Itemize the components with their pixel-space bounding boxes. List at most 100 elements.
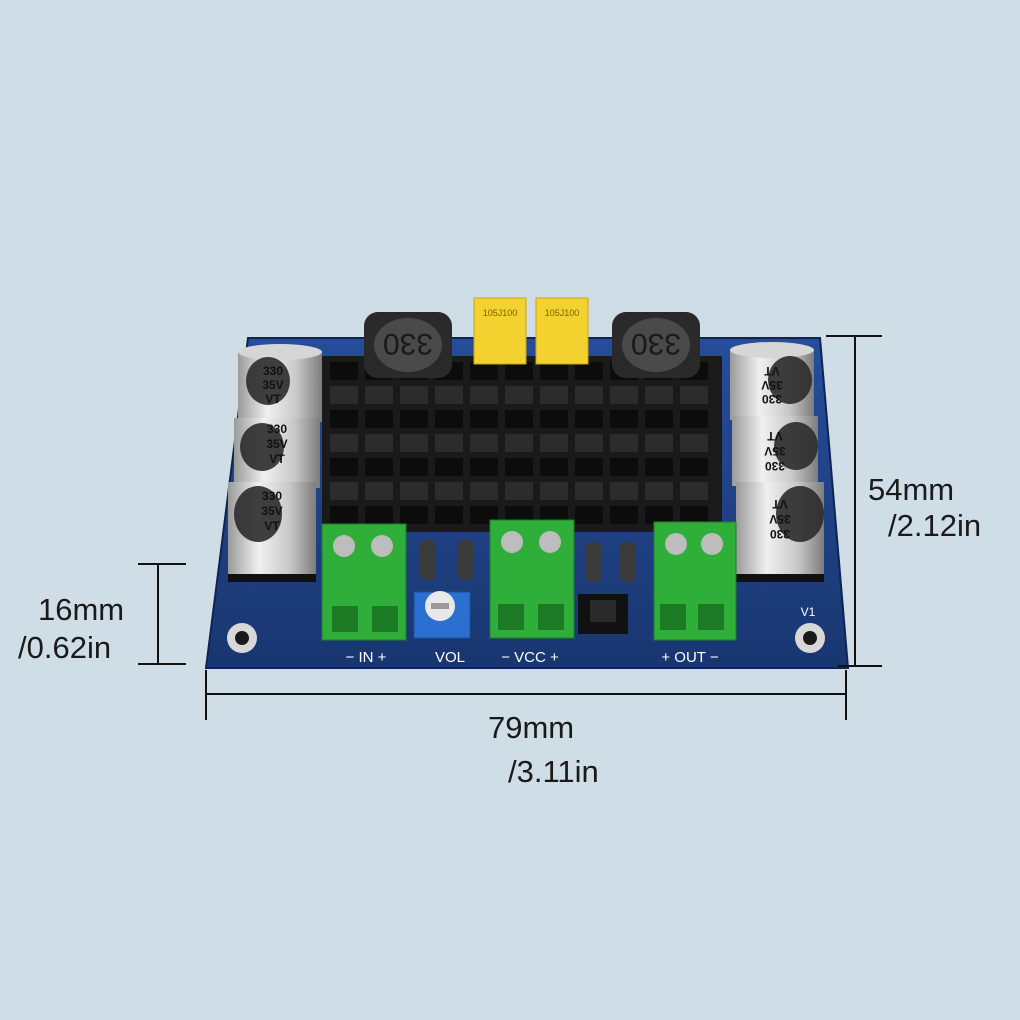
inductor-left-label: 330 xyxy=(383,327,433,360)
heatsink-fin xyxy=(365,410,393,428)
cap-label-line: 330 xyxy=(765,459,785,473)
cap-label-line: VT xyxy=(767,429,783,443)
heatsink-fin xyxy=(435,410,463,428)
heatsink-fin xyxy=(540,482,568,500)
heatsink-fin xyxy=(575,362,603,380)
terminal-out[interactable] xyxy=(653,521,737,641)
cap-label-line: 330 xyxy=(263,364,283,378)
cap-label-line: VT xyxy=(269,452,285,466)
film-capacitor-right: 105J100 xyxy=(535,297,589,365)
height-in-label: /2.12in xyxy=(888,508,982,543)
heatsink-fin xyxy=(330,482,358,500)
dimension-width xyxy=(205,670,847,720)
heatsink-fin xyxy=(400,434,428,452)
inductor-right: 330 xyxy=(612,312,700,378)
label-in: − IN + xyxy=(346,649,387,666)
heatsink-fin xyxy=(470,434,498,452)
cap-label-line: 330 xyxy=(267,422,287,436)
film-capacitor-right-label: 105J100 xyxy=(545,308,580,318)
width-in-label: /3.11in xyxy=(508,754,599,789)
heatsink-fin xyxy=(680,506,708,524)
heatsink-fin xyxy=(680,410,708,428)
terminal-vcc[interactable] xyxy=(489,519,575,639)
cap-label-line: 35V xyxy=(769,512,790,526)
volume-potentiometer[interactable] xyxy=(413,591,471,639)
heatsink-fin xyxy=(540,458,568,476)
heatsink-fin xyxy=(505,482,533,500)
heatsink-fin xyxy=(435,458,463,476)
heatsink-fin xyxy=(645,434,673,452)
terminal-in-label: /0.62in xyxy=(18,630,112,665)
heatsink-fin xyxy=(680,458,708,476)
heatsink-fin xyxy=(400,482,428,500)
cap-label-line: 35V xyxy=(261,504,282,518)
heatsink-fin xyxy=(575,410,603,428)
cap-label-line: 330 xyxy=(262,489,282,503)
capacitor-right-1: 330 35V VT xyxy=(730,342,814,420)
heatsink-fin xyxy=(505,434,533,452)
heatsink-fin xyxy=(435,386,463,404)
heatsink-fin xyxy=(330,386,358,404)
cap-label-line: VT xyxy=(265,392,281,406)
cap-label-line: 35V xyxy=(266,437,287,451)
heatsink-fin xyxy=(470,458,498,476)
heatsink-fin xyxy=(435,482,463,500)
heatsink-fin xyxy=(365,386,393,404)
heatsink-fin xyxy=(505,362,533,380)
heatsink-fin xyxy=(540,362,568,380)
heatsink-fin xyxy=(400,458,428,476)
heatsink-fin xyxy=(645,482,673,500)
inductor-left: 330 xyxy=(364,312,452,378)
label-v1: V1 xyxy=(801,605,816,619)
capacitor-left-1: 330 35V VT xyxy=(238,344,322,422)
heatsink-fin xyxy=(645,386,673,404)
dimension-height xyxy=(826,335,882,667)
label-out: + OUT − xyxy=(661,649,718,666)
heatsink-fin xyxy=(400,386,428,404)
heatsink-fin xyxy=(365,434,393,452)
heatsink-fin xyxy=(505,410,533,428)
heatsink-fin xyxy=(680,434,708,452)
heatsink-fin xyxy=(575,482,603,500)
heatsink-fin xyxy=(330,362,358,380)
capacitor-right-3: 330 35V VT xyxy=(736,482,824,582)
heatsink-fin xyxy=(470,410,498,428)
heatsink-fin xyxy=(365,506,393,524)
heatsink-fin xyxy=(610,410,638,428)
heatsink-fin xyxy=(330,434,358,452)
heatsink-fin xyxy=(435,434,463,452)
heatsink-fin xyxy=(540,410,568,428)
capacitor-left-3: 330 35V VT xyxy=(228,482,316,582)
height-mm-label: 54mm xyxy=(868,472,955,507)
heatsink-fin xyxy=(435,506,463,524)
heatsink-fin xyxy=(645,458,673,476)
capacitor-left-2: 330 35V VT xyxy=(234,418,320,488)
cap-label-line: 35V xyxy=(764,444,785,458)
cap-label-line: 35V xyxy=(761,378,782,392)
terminal-in[interactable] xyxy=(321,523,407,641)
heatsink-fin xyxy=(540,434,568,452)
dimension-terminal xyxy=(138,563,186,665)
heatsink-fin xyxy=(505,386,533,404)
cap-label-line: VT xyxy=(264,519,280,533)
heatsink xyxy=(322,356,722,532)
heatsink-fin xyxy=(575,458,603,476)
heatsink-fin xyxy=(610,386,638,404)
heatsink-fin xyxy=(610,434,638,452)
heatsink-fin xyxy=(680,482,708,500)
heatsink-fin xyxy=(470,362,498,380)
mounting-hole-left xyxy=(227,623,257,653)
heatsink-fin xyxy=(610,458,638,476)
small-capacitors xyxy=(420,540,636,582)
cap-label-line: VT xyxy=(772,497,788,511)
heatsink-fin xyxy=(365,482,393,500)
label-vol: VOL xyxy=(435,649,465,666)
heatsink-fin xyxy=(400,410,428,428)
mounting-hole-right xyxy=(795,623,825,653)
terminal-mm-label: 16mm xyxy=(38,592,125,627)
heatsink-fin xyxy=(645,410,673,428)
cap-label-line: VT xyxy=(764,364,780,378)
heatsink-fin xyxy=(470,482,498,500)
label-vcc: − VCC + xyxy=(501,649,559,666)
